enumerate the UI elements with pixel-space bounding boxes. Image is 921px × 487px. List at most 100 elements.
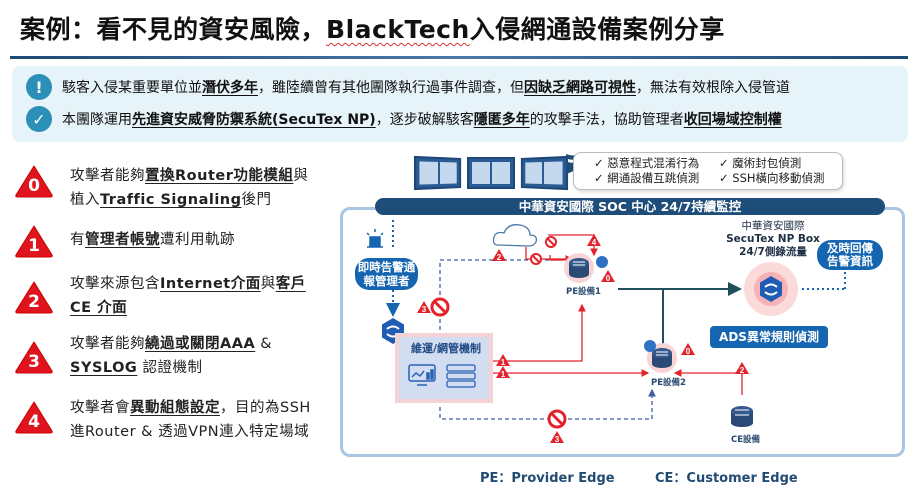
detection-capabilities-card: ✓ 惡意程式混淆行為 ✓ 魔術封包偵測 ✓ 網通設備互跳偵測 ✓ SSH橫向移動… [573, 152, 843, 190]
return-alert-badge: 及時回傳 告警資訊 [817, 240, 883, 270]
detection-item: ✓ 網通設備互跳偵測 [594, 171, 700, 185]
text-segment: 攻擊來源包含 [70, 276, 160, 292]
warning-triangle-icon: 0 [681, 343, 695, 356]
alert-admin-badge: 即時告警通 報管理者 [355, 258, 418, 290]
text-segment: ，逐步破解駭客 [375, 112, 474, 128]
svg-text:3: 3 [555, 435, 560, 444]
svg-text:4: 4 [592, 238, 597, 247]
text-segment: 駭客入侵某重要單位並 [62, 80, 202, 96]
exclamation-icon: ! [26, 74, 52, 100]
warning-triangle-icon: 1 [496, 366, 510, 379]
attack-step-text: 攻擊者能夠置換Router功能模組與植入Traffic Signaling後門 [70, 164, 314, 212]
detection-item: ✓ SSH橫向移動偵測 [719, 171, 825, 185]
svg-text:0: 0 [686, 347, 691, 356]
warning-triangle-icon: 2 [735, 362, 749, 375]
warning-triangle-icon: 2 [492, 249, 506, 262]
svg-text:1: 1 [501, 358, 506, 367]
attack-line-internet [525, 247, 574, 263]
summary-banner: ! 駭客入侵某重要單位並潛伏多年，雖陸續曾有其他團隊執行過事件調查，但因缺乏網路… [12, 66, 908, 142]
warning-triangle-icon: 0 [14, 164, 54, 198]
mgmt-dashed-line [439, 256, 574, 330]
text-segment: 後門 [241, 192, 272, 208]
ce-label: CE設備 [731, 435, 761, 445]
warning-triangle-icon: 3 [417, 301, 431, 314]
warning-triangle-icon: 1 [496, 354, 510, 367]
title-brand: BlackTech [326, 15, 470, 44]
block-icon [430, 297, 450, 317]
secutex-box-label: 中華資安國際 SecuTex NP Box 24/7側錄流量 [726, 220, 820, 258]
warning-triangle-icon: 3 [14, 340, 54, 374]
attack-step: 3 攻擊者能夠繞過或關閉AAA & SYSLOG 認證機制 [14, 332, 314, 380]
text-segment: 攻擊者能夠 [70, 168, 145, 184]
svg-text:3: 3 [422, 305, 427, 314]
svg-text:0: 0 [606, 274, 611, 283]
emphasis-text: 管理者帳號 [85, 232, 160, 248]
text-segment: 攻擊者能夠 [70, 336, 145, 352]
title-suffix: 入侵網通設備案例分享 [469, 15, 725, 44]
mgmt-dashed-line [439, 388, 656, 420]
internet-cloud-icon [492, 224, 538, 247]
attack-step-text: 有管理者帳號遭利用軌跡 [70, 224, 235, 258]
attack-step: 4 攻擊者會異動組態設定，目的為SSH進Router & 透過VPN連入特定場域 [14, 396, 314, 444]
svg-text:2: 2 [497, 253, 502, 262]
emphasis-text: 潛伏多年 [202, 80, 258, 96]
text-segment: ，無法有效根除入侵管道 [636, 80, 790, 96]
emphasis-text: SYSLOG [70, 360, 138, 376]
emphasis-text: 先進資安威脅防禦系統(SecuTex NP) [132, 112, 376, 128]
attack-step-text: 攻擊者能夠繞過或關閉AAA & SYSLOG 認證機制 [70, 332, 314, 380]
emphasis-text: 繞過或關閉AAA [145, 336, 256, 352]
emphasis-text: Traffic Signaling [100, 192, 242, 208]
detection-item: ✓ 惡意程式混淆行為 [594, 156, 700, 170]
detection-item: ✓ 魔術封包偵測 [719, 156, 802, 170]
attack-step-text: 攻擊來源包含Internet介面與客戶CE 介面 [70, 272, 314, 320]
attack-step: 2 攻擊來源包含Internet介面與客戶CE 介面 [14, 272, 314, 320]
warning-triangle-icon: 2 [14, 280, 54, 314]
pe2-router-icon [644, 340, 677, 373]
banner-row-solution: ✓ 本團隊運用先進資安威脅防禦系統(SecuTex NP)，逐步破解駭客隱匿多年… [26, 106, 782, 132]
block-icon [530, 253, 542, 265]
title-divider [10, 56, 908, 59]
mgmt-system-box: 維運/網管機制 [395, 333, 493, 403]
warning-triangle-icon: 3 [550, 431, 564, 444]
check-circle-icon: ✓ [26, 106, 52, 132]
page-title: 案例：看不見的資安風險，BlackTech入侵網通設備案例分享 [20, 10, 725, 46]
text-segment: 有 [70, 232, 85, 248]
text-segment: 與植入 [70, 168, 309, 208]
pe1-router-icon [564, 253, 608, 283]
text-segment: 認證機制 [137, 360, 203, 376]
ce-router-icon [731, 406, 753, 427]
mgmt-label: 維運/網管機制 [411, 342, 482, 355]
block-icon [545, 236, 557, 248]
emphasis-text: 因缺乏網路可視性 [524, 80, 636, 96]
attack-step: 1 有管理者帳號遭利用軌跡 [14, 224, 314, 258]
attack-line-admin [493, 303, 586, 362]
text-segment: & [255, 336, 273, 352]
emphasis-text: 置換Router功能模組 [145, 168, 294, 184]
svg-text:2: 2 [740, 366, 745, 375]
block-icon [547, 409, 567, 429]
legend-ce: CE：Customer Edge [655, 471, 798, 486]
banner-row-problem: ! 駭客入侵某重要單位並潛伏多年，雖陸續曾有其他團隊執行過事件調查，但因缺乏網路… [26, 74, 790, 100]
text-segment: 的攻擊手法，協助管理者 [529, 112, 684, 128]
emphasis-text: 客戶CE 介面 [70, 276, 306, 316]
legend-pe: PE：Provider Edge [480, 471, 615, 486]
text-segment: 本團隊運用 [62, 112, 132, 128]
emphasis-text: 隱匿多年 [473, 112, 530, 128]
banner-problem-text: 駭客入侵某重要單位並潛伏多年，雖陸續曾有其他團隊執行過事件調查，但因缺乏網路可視… [62, 77, 790, 97]
pe2-label: PE設備2 [651, 378, 686, 388]
soc-banner: 中華資安國際 SOC 中心 24/7持續監控 [375, 198, 885, 215]
emphasis-text: 收回場域控制權 [683, 112, 782, 128]
text-segment: ，目的為SSH進Router & 透過VPN連入特定場域 [70, 400, 311, 440]
text-segment: 遭利用軌跡 [160, 232, 235, 248]
text-segment: ，雖陸續曾有其他團隊執行過事件調查，但 [258, 80, 524, 96]
banner-solution-text: 本團隊運用先進資安威脅防禦系統(SecuTex NP)，逐步破解駭客隱匿多年的攻… [62, 109, 782, 129]
siren-icon [366, 229, 384, 248]
svg-text:1: 1 [501, 370, 506, 379]
server-stack-icon [446, 364, 476, 388]
warning-triangle-icon: 4 [587, 234, 601, 247]
ads-detection-badge: ADS異常規則偵測 [710, 326, 828, 348]
attack-step: 0 攻擊者能夠置換Router功能模組與植入Traffic Signaling後… [14, 164, 314, 212]
soc-monitors-icon [413, 155, 569, 191]
text-segment: 攻擊者會 [70, 400, 130, 416]
warning-triangle-icon: 0 [601, 270, 615, 283]
